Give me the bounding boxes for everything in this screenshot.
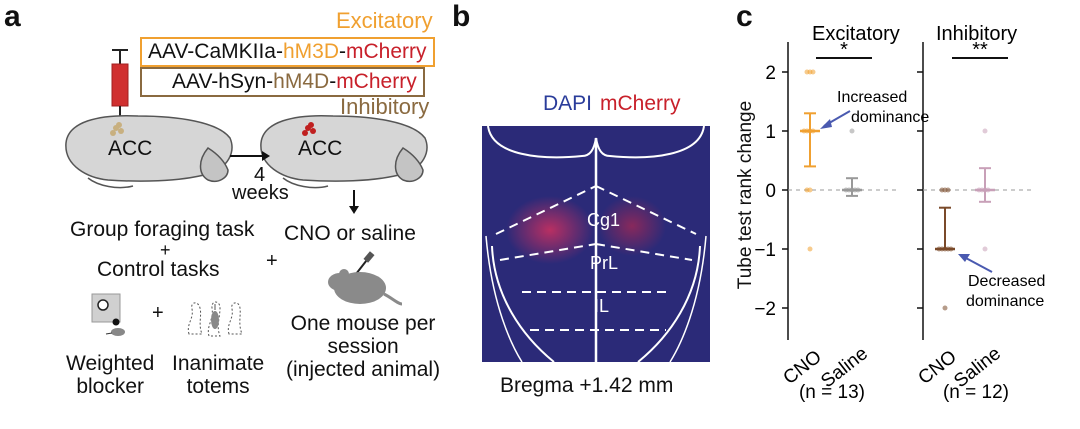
- weeks-number: 4: [254, 164, 266, 186]
- data-point: [945, 187, 951, 193]
- construct-excitatory-prefix: AAV-CaMKIIa-: [148, 40, 283, 63]
- excitatory-label: Excitatory: [336, 8, 433, 33]
- construct-inhibitory-dash: -: [329, 70, 337, 93]
- panel-title: Excitatory: [812, 23, 900, 45]
- panel-c-letter: c: [736, 0, 753, 33]
- inhibitory-label: Inhibitory: [340, 94, 430, 119]
- sample-size-label: (n = 13): [799, 382, 865, 403]
- sample-size-label: (n = 12): [943, 382, 1009, 403]
- data-point: [810, 69, 816, 75]
- panel-a-letter: a: [4, 0, 21, 33]
- data-point: [982, 128, 988, 134]
- weeks-word: weeks: [232, 182, 289, 204]
- inanimate-totems-icon: [187, 301, 243, 337]
- construct-excitatory-reporter: mCherry: [346, 40, 427, 63]
- significance-label: *: [840, 39, 848, 61]
- task-line-2: Control tasks: [97, 258, 220, 281]
- panel-b-letter: b: [452, 0, 471, 33]
- y-tick-label: 1: [765, 122, 776, 143]
- annotation-increased: dominance: [851, 109, 929, 126]
- brain-right-icon: [260, 114, 428, 189]
- arrow-down-icon: [349, 190, 359, 214]
- construct-inhibitory-prefix: AAV-hSyn-: [172, 70, 274, 93]
- construct-inhibitory-reporter: mCherry: [336, 70, 417, 93]
- panel-title: Inhibitory: [936, 23, 1017, 45]
- y-tick-label: 0: [765, 181, 776, 202]
- annotation-arrowhead: [958, 254, 970, 262]
- data-point: [804, 69, 810, 75]
- construct-excitatory-receptor: hM3D: [282, 40, 340, 63]
- construct-excitatory-dash: -: [339, 40, 347, 63]
- mcherry-label: mCherry: [600, 92, 681, 115]
- significance-label: **: [972, 39, 988, 61]
- data-point: [807, 246, 813, 252]
- weighted-blocker-icon: [91, 293, 125, 336]
- annotation-increased: Increased: [837, 89, 907, 106]
- data-point: [804, 187, 810, 193]
- data-point: [942, 305, 948, 311]
- drug-label: CNO or saline: [284, 222, 416, 245]
- data-point: [849, 128, 855, 134]
- dapi-label: DAPI: [543, 92, 593, 115]
- annotation-decreased: Decreased: [968, 273, 1045, 290]
- construct-inhibitory-box: AAV-hSyn-hM4D-mCherry: [140, 67, 425, 97]
- arrow-right-icon: [230, 151, 270, 161]
- acc-label-left: ACC: [108, 137, 153, 160]
- y-tick-label: −2: [754, 299, 776, 320]
- inanimate-totems-label: Inanimate totems: [172, 352, 265, 398]
- data-point: [982, 246, 988, 252]
- region-cg1: Cg1: [587, 210, 621, 230]
- task-line-1: Group foraging task: [70, 218, 255, 241]
- brain-section-image: [482, 126, 710, 362]
- weighted-blocker-label: Weighted blocker: [66, 352, 155, 398]
- data-point: [939, 187, 945, 193]
- construct-inhibitory-receptor: hM4D: [273, 70, 330, 93]
- plus-right: +: [266, 250, 278, 272]
- brain-left-icon: [65, 114, 233, 189]
- annotation-decreased: dominance: [966, 293, 1044, 310]
- annotation-arrow: [963, 256, 993, 273]
- mouse-icon: [328, 251, 403, 306]
- session-label: One mouse per session (injected animal): [286, 312, 441, 381]
- y-tick-label: 2: [765, 63, 776, 84]
- bregma-label: Bregma +1.42 mm: [500, 374, 674, 397]
- region-il: IL: [594, 296, 610, 316]
- task-plus-1: +: [160, 240, 171, 260]
- plus-mid: +: [152, 302, 164, 324]
- acc-label-right: ACC: [298, 137, 343, 160]
- construct-excitatory-box: AAV-CaMKIIa-hM3D-mCherry: [140, 37, 435, 67]
- annotation-arrowhead: [820, 119, 832, 129]
- y-tick-label: −1: [754, 240, 776, 261]
- region-prl: PrL: [590, 253, 619, 273]
